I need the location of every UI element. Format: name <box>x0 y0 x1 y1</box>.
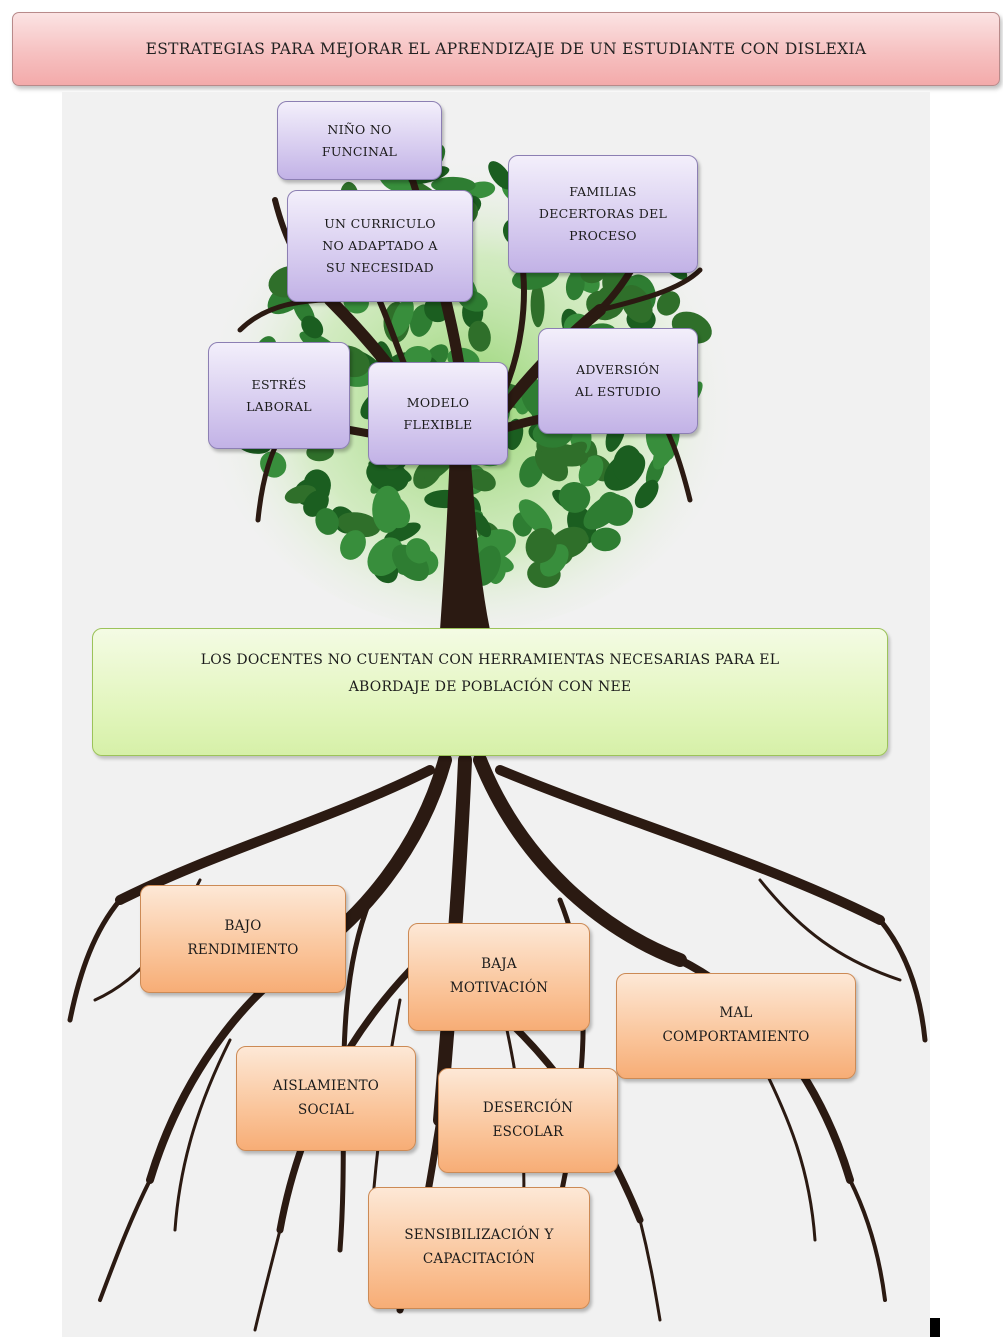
leaf <box>530 283 545 328</box>
root-box-baja-motivacion: BAJA MOTIVACIÓN <box>408 923 590 1031</box>
leaf <box>340 530 366 560</box>
leaf <box>534 446 569 482</box>
edge-mark <box>930 1318 940 1337</box>
leaf <box>565 270 585 301</box>
canopy-box-familias-decertoras: FAMILIAS DECERTORAS DEL PROCESO <box>508 155 698 273</box>
canopy-box-nino-no-funcional: NIÑO NO FUNCINAL <box>277 101 442 180</box>
leaf <box>301 315 324 339</box>
leaf <box>620 285 653 323</box>
root-box-bajo-rendimiento: BAJO RENDIMIENTO <box>140 885 346 993</box>
canopy-box-estres-laboral: ESTRÉS LABORAL <box>208 342 350 449</box>
leaf <box>367 537 404 576</box>
leaf <box>366 458 409 493</box>
leaf <box>525 527 557 564</box>
leaf <box>337 512 381 538</box>
leaf <box>372 485 403 533</box>
root-box-aislamiento-social: AISLAMIENTO SOCIAL <box>236 1046 416 1151</box>
trunk-box-problem-statement: LOS DOCENTES NO CUENTAN CON HERRAMIENTAS… <box>92 628 888 756</box>
leaf <box>558 481 591 513</box>
leaf <box>431 176 476 194</box>
leaf <box>634 479 659 509</box>
leaf <box>405 538 431 564</box>
root-box-desercion-escolar: DESERCIÓN ESCOLAR <box>438 1068 618 1173</box>
leaf <box>315 508 339 535</box>
leaf <box>583 493 623 530</box>
leaf <box>391 298 414 337</box>
diagram-title: ESTRATEGIAS PARA MEJORAR EL APRENDIZAJE … <box>12 12 1000 86</box>
root-box-mal-comportamiento: MAL COMPORTAMIENTO <box>616 973 856 1079</box>
leaf <box>656 291 681 316</box>
canopy-box-modelo-flexible: MODELO FLEXIBLE <box>368 362 508 465</box>
leaf <box>590 527 621 552</box>
root-box-sensibilizacion-capacitacion: SENSIBILIZACIÓN Y CAPACITACIÓN <box>368 1187 590 1309</box>
leaf <box>472 512 492 538</box>
leaf <box>613 445 643 484</box>
leaf <box>468 320 491 352</box>
leaf <box>518 499 553 535</box>
canopy-box-curriculo-no-adaptado: UN CURRICULO NO ADAPTADO A SU NECESIDAD <box>287 190 473 302</box>
leaf <box>488 161 513 190</box>
canopy-box-adversion-estudio: ADVERSIÓN AL ESTUDIO <box>538 328 698 434</box>
leaf <box>466 469 496 492</box>
